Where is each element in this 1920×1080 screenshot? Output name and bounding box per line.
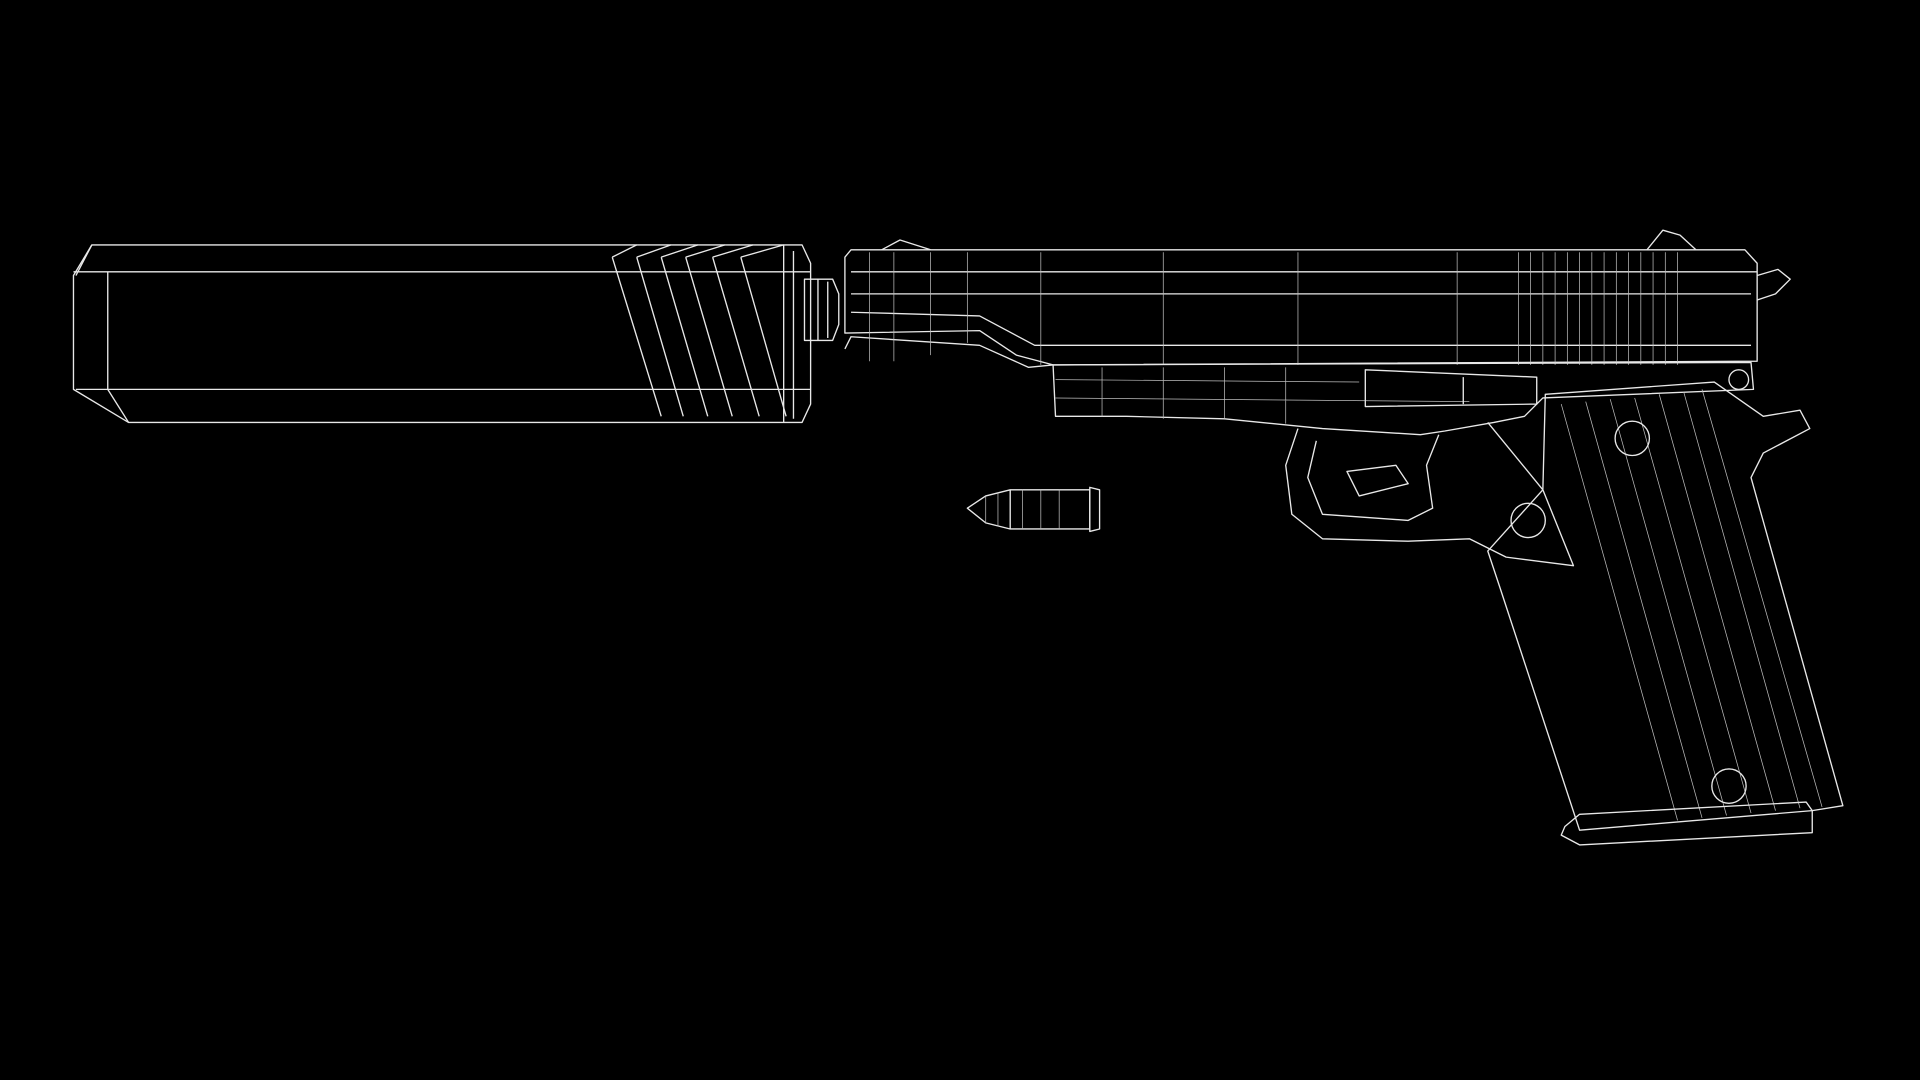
suppressor [72, 244, 840, 424]
pistol-slide [844, 229, 1791, 369]
pistol-grip [1487, 369, 1844, 846]
pistol-frame [1052, 361, 1755, 567]
cartridge [966, 486, 1101, 533]
